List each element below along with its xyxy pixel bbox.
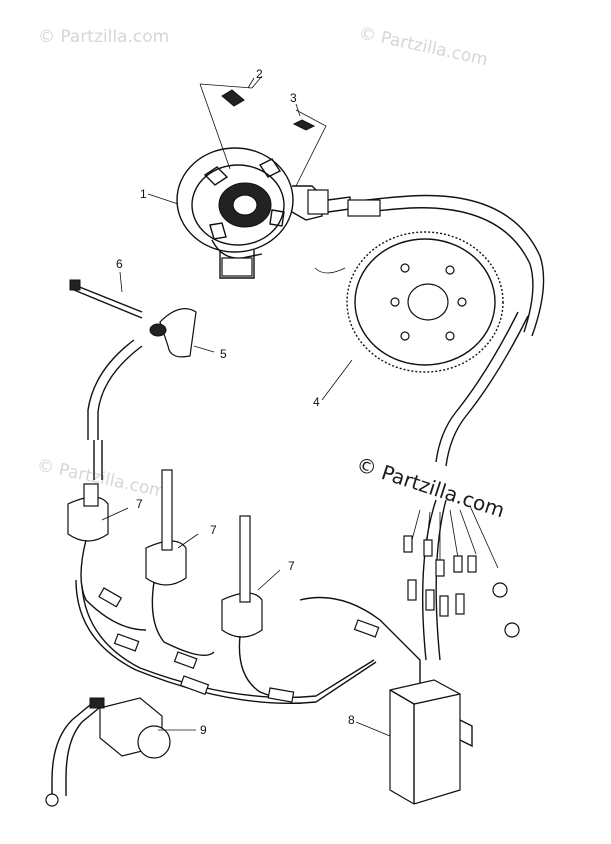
regulator-part-9 bbox=[45, 697, 171, 807]
ht-lead bbox=[87, 339, 143, 480]
callout-4: 4 bbox=[313, 395, 320, 409]
callout-2: 2 bbox=[256, 67, 263, 81]
callout-7a: 7 bbox=[136, 497, 143, 511]
watermark-middle-right: © Partzilla.com bbox=[353, 452, 507, 523]
cable-tie-part-6 bbox=[69, 279, 143, 319]
watermark-top-left: © Partzilla.com bbox=[38, 27, 169, 47]
callout-8: 8 bbox=[348, 713, 355, 727]
callout-6: 6 bbox=[116, 257, 123, 271]
screw-part-2 bbox=[199, 75, 263, 170]
callout-numbers: 1 2 3 4 5 6 7 7 7 8 9 bbox=[116, 67, 355, 737]
ignition-coil-1 bbox=[67, 483, 147, 631]
callout-7c: 7 bbox=[288, 559, 295, 573]
leader-lines bbox=[101, 77, 391, 737]
callout-7b: 7 bbox=[210, 523, 217, 537]
wire-harness-bottom bbox=[75, 499, 520, 705]
wire-harness-top bbox=[347, 194, 545, 467]
watermark-top-right: © Partzilla.com bbox=[357, 23, 489, 70]
watermark-middle-left: © Partzilla.com bbox=[35, 455, 167, 502]
callout-5: 5 bbox=[220, 347, 227, 361]
ignition-coil-3 bbox=[221, 515, 291, 701]
callout-3: 3 bbox=[290, 91, 297, 105]
ignition-coil-2 bbox=[145, 469, 215, 656]
screw-part-3 bbox=[292, 109, 327, 187]
flywheel-part-4 bbox=[314, 231, 504, 373]
callout-9: 9 bbox=[200, 723, 207, 737]
watermarks: © Partzilla.com © Partzilla.com © Partzi… bbox=[35, 23, 508, 522]
callout-1: 1 bbox=[140, 187, 147, 201]
stator-assembly bbox=[176, 147, 351, 279]
plug-cap-part-5 bbox=[149, 308, 197, 358]
cdi-box-part-8 bbox=[389, 679, 473, 805]
